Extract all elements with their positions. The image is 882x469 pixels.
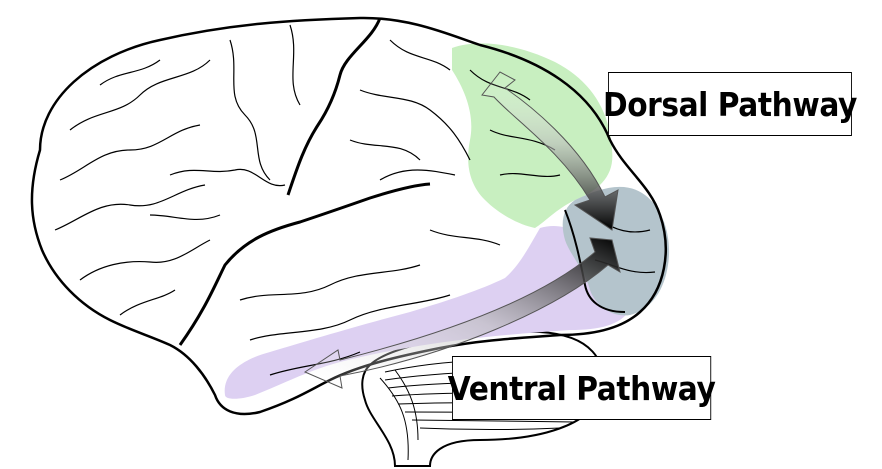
ventral-pathway-label: Ventral Pathway bbox=[452, 356, 711, 420]
ventral-pathway-text: Ventral Pathway bbox=[448, 369, 716, 408]
dorsal-pathway-text: Dorsal Pathway bbox=[603, 85, 857, 124]
dorsal-pathway-label: Dorsal Pathway bbox=[608, 72, 852, 136]
